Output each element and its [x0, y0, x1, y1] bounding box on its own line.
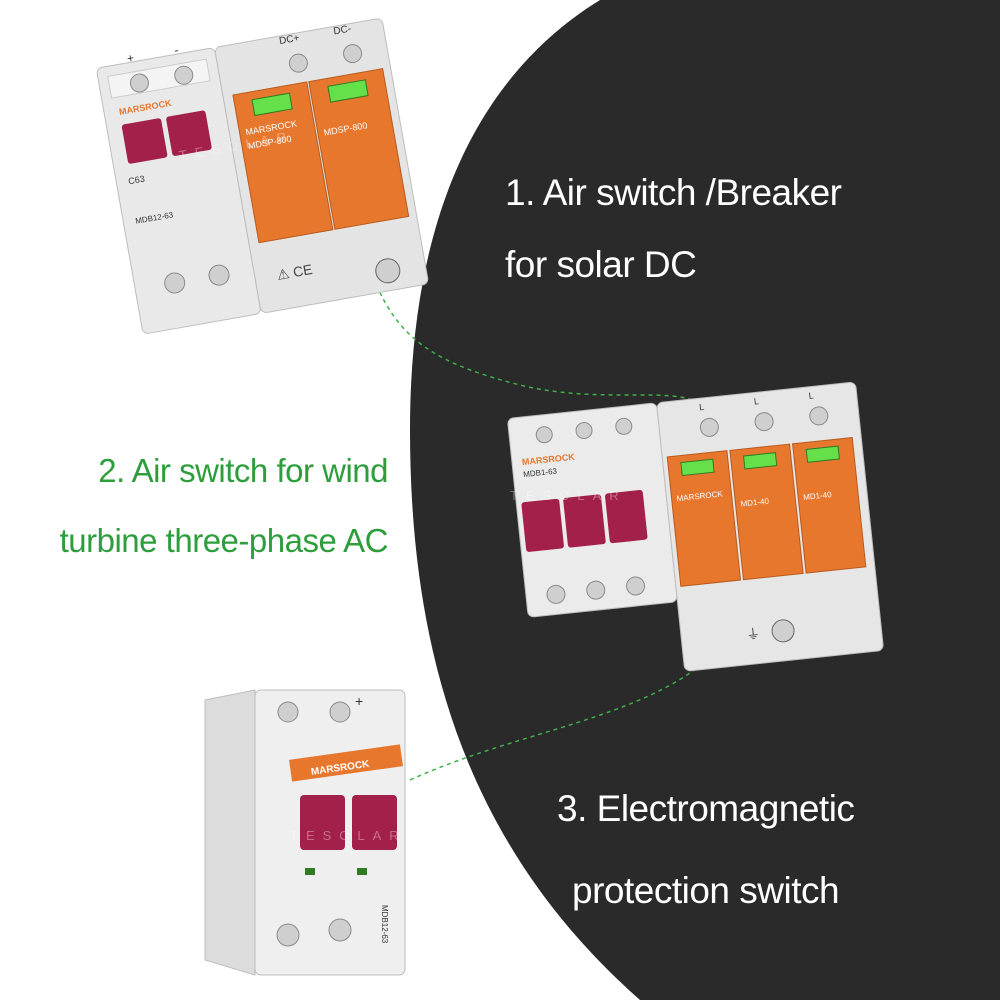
caption-item3-line1: 3. Electromagnetic: [557, 788, 855, 829]
terminal-l-1: L: [699, 402, 705, 412]
breaker-rating-label: C63: [127, 174, 145, 187]
caption-item2-line1: 2. Air switch for wind: [98, 452, 388, 489]
terminal-dcminus-label: DC-: [333, 24, 352, 38]
caption-item3-line2: protection switch: [572, 870, 840, 911]
terminal-l-2: L: [753, 396, 759, 406]
ce-mark: ⚠ CE: [275, 261, 313, 283]
product-mcb: + MARSROCK MDB12-63: [204, 689, 406, 976]
watermark-3: TESOLAR: [290, 828, 407, 843]
mcb-model-label: MDB12-63: [380, 905, 389, 944]
caption-item2-line2: turbine three-phase AC: [59, 522, 389, 559]
mcb-terminal-plus: +: [355, 693, 363, 709]
watermark-2: TESOLAR: [510, 488, 627, 503]
product-dc-breaker-spd: + - MARSROCK C63 MDB12-63 DC+ DC- MARSRO…: [96, 18, 429, 334]
caption-item1-line1: 1. Air switch /Breaker: [505, 172, 842, 213]
ac-breaker-model-label: MDB1-63: [523, 467, 558, 480]
product-ac-breaker-spd: MARSROCK MDB1-63 L L L MARSROCK MD1-40 M…: [507, 381, 884, 672]
terminal-l-3: L: [808, 390, 814, 400]
terminal-minus-label: -: [173, 43, 179, 57]
spd-ac-model-label: MD1-40: [740, 497, 770, 509]
caption-item1-line2: for solar DC: [505, 244, 697, 285]
terminal-plus-label: +: [126, 51, 135, 66]
terminal-dcplus-label: DC+: [278, 33, 300, 47]
connector-line-3: [409, 655, 713, 781]
spd-ac-model-label-2: MD1-40: [803, 490, 833, 502]
ground-symbol: ⏚: [745, 625, 761, 642]
